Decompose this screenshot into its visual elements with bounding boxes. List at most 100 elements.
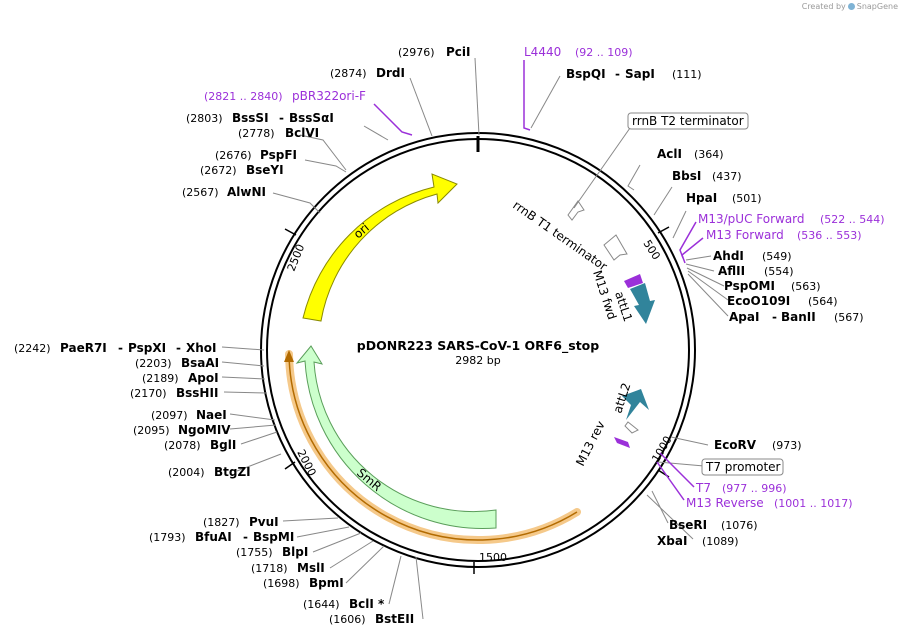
bbsi-pos: (437) bbox=[712, 170, 742, 183]
bsaai-pos: (2203) bbox=[135, 357, 172, 370]
ecoo109i-pos: (564) bbox=[808, 295, 838, 308]
pspxi-name: PspXI bbox=[128, 341, 166, 355]
m13puc-name: M13/pUC Forward bbox=[698, 212, 805, 226]
smr-thin-arc bbox=[288, 353, 578, 541]
bseri-pos: (1076) bbox=[721, 519, 758, 532]
bseyi-pos: (2672) bbox=[200, 164, 237, 177]
bsteii-name: BstEII bbox=[375, 612, 414, 626]
ecorv-pos: (973) bbox=[772, 439, 802, 452]
apoi-pos: (2189) bbox=[142, 372, 179, 385]
xbai-name: XbaI bbox=[657, 534, 687, 548]
ngomiv-pos: (2095) bbox=[133, 424, 170, 437]
bsshii-pos: (2170) bbox=[130, 387, 167, 400]
m13puc-range: (522 .. 544) bbox=[820, 213, 885, 226]
apai-sep: - bbox=[772, 310, 777, 324]
bseyi-name: BseYI bbox=[246, 163, 284, 177]
ahdi-name: AhdI bbox=[713, 249, 744, 263]
attl2-small-arrow bbox=[624, 421, 639, 434]
plasmid-size: 2982 bp bbox=[455, 354, 500, 367]
ecorv-name: EcoRV bbox=[714, 438, 757, 452]
bgli-pos: (2078) bbox=[164, 439, 201, 452]
ecoo109i-name: EcoO109I bbox=[727, 294, 790, 308]
smr-feature bbox=[295, 345, 497, 529]
hpai-name: HpaI bbox=[686, 191, 717, 205]
paer7i-sep: - bbox=[118, 341, 123, 355]
naei-name: NaeI bbox=[196, 408, 227, 422]
bsssi-pos: (2803) bbox=[186, 112, 223, 125]
t7-primer-range: (977 .. 996) bbox=[722, 482, 787, 495]
m13fwd-mark bbox=[681, 237, 704, 264]
acli-pos: (364) bbox=[694, 148, 724, 161]
attl2-feature bbox=[622, 389, 649, 420]
pcii-pos: (2976) bbox=[398, 46, 435, 59]
m13fwd-primer-range: (536 .. 553) bbox=[797, 229, 862, 242]
btgzi-pos: (2004) bbox=[168, 466, 205, 479]
rrnb-t2-label-box bbox=[627, 112, 749, 130]
bspmi-name: BspMI bbox=[253, 530, 294, 544]
apoi-name: ApoI bbox=[188, 371, 219, 385]
created-by-label: Created by bbox=[801, 2, 846, 11]
msli-name: MslI bbox=[297, 561, 325, 575]
bbsi-name: BbsI bbox=[672, 169, 701, 183]
m13-fwd-feature bbox=[624, 274, 643, 288]
xbai-pos: (1089) bbox=[702, 535, 739, 548]
ngomiv-name: NgoMIV bbox=[178, 423, 231, 437]
rrnb-t2-label: rrnB T2 terminator bbox=[632, 114, 744, 128]
btgzi-name: BtgZI bbox=[214, 465, 251, 479]
banii-name: BanII bbox=[781, 310, 816, 324]
primer-marks bbox=[373, 60, 704, 501]
pspomi-name: PspOMI bbox=[724, 279, 775, 293]
m13rev-primer-name: M13 Reverse bbox=[686, 496, 764, 510]
cut-site-leaders bbox=[221, 57, 729, 620]
bspqi-pos: (111) bbox=[672, 68, 702, 81]
bcli-pos: (1644) bbox=[303, 598, 340, 611]
smr-highlight-arrowhead bbox=[284, 350, 294, 362]
bsaai-name: BsaAI bbox=[181, 356, 219, 370]
bsssi-sep: - bbox=[279, 111, 284, 125]
bpmi-name: BpmI bbox=[309, 576, 344, 590]
m13-rev-feature bbox=[614, 437, 630, 448]
tick-500-mark bbox=[657, 226, 670, 234]
t7-primer-name: T7 bbox=[695, 481, 711, 495]
ori-feature bbox=[302, 173, 458, 322]
m13rev-primer-range: (1001 .. 1017) bbox=[774, 497, 853, 510]
bsshii-name: BssHII bbox=[176, 386, 218, 400]
bspqi-sep: - bbox=[615, 67, 620, 81]
pvui-pos: (1827) bbox=[203, 516, 240, 529]
apai-name: ApaI bbox=[729, 310, 759, 324]
snapgene-logo-icon bbox=[847, 3, 855, 10]
bsssi-name: BssSI bbox=[232, 111, 269, 125]
bseri-name: BseRI bbox=[669, 518, 707, 532]
bfuai-pos: (1793) bbox=[149, 531, 186, 544]
bspqi-name: BspQI bbox=[566, 67, 606, 81]
xhoi-name: XhoI bbox=[186, 341, 217, 355]
bgli-name: BglI bbox=[210, 438, 236, 452]
rrnb-t1-terminator-feature bbox=[603, 234, 628, 261]
apai-pos: (567) bbox=[834, 311, 864, 324]
aflii-pos: (554) bbox=[764, 265, 794, 278]
bfuai-sep: - bbox=[243, 530, 248, 544]
snapgene-watermark: Created by SnapGene bbox=[802, 2, 898, 11]
rrnb-t1-label: rrnB T1 terminator bbox=[510, 198, 610, 274]
paer7i-sep2: - bbox=[176, 341, 181, 355]
bclvi-name: BclVI bbox=[285, 126, 319, 140]
pspfi-name: PspFI bbox=[260, 148, 297, 162]
drdi-pos: (2874) bbox=[330, 67, 367, 80]
tick-label-1500: 1500 bbox=[479, 551, 507, 564]
alwni-name: AlwNI bbox=[227, 185, 266, 199]
m13puc-mark bbox=[679, 221, 697, 259]
t7-promoter-label-box bbox=[701, 458, 784, 476]
attl1-feature bbox=[630, 283, 655, 324]
snapgene-brand-label: SnapGene bbox=[856, 2, 898, 11]
blpi-pos: (1755) bbox=[236, 546, 273, 559]
bsssai-name: BssSαI bbox=[289, 111, 334, 125]
bpmi-pos: (1698) bbox=[263, 577, 300, 590]
t7-mark bbox=[659, 452, 695, 488]
bcli-name: BclI * bbox=[349, 597, 385, 611]
pvui-name: PvuI bbox=[249, 515, 279, 529]
pcii-name: PciI bbox=[446, 45, 471, 59]
t7-promoter-label: T7 promoter bbox=[705, 460, 781, 474]
naei-pos: (2097) bbox=[151, 409, 188, 422]
sapi-name: SapI bbox=[625, 67, 655, 81]
